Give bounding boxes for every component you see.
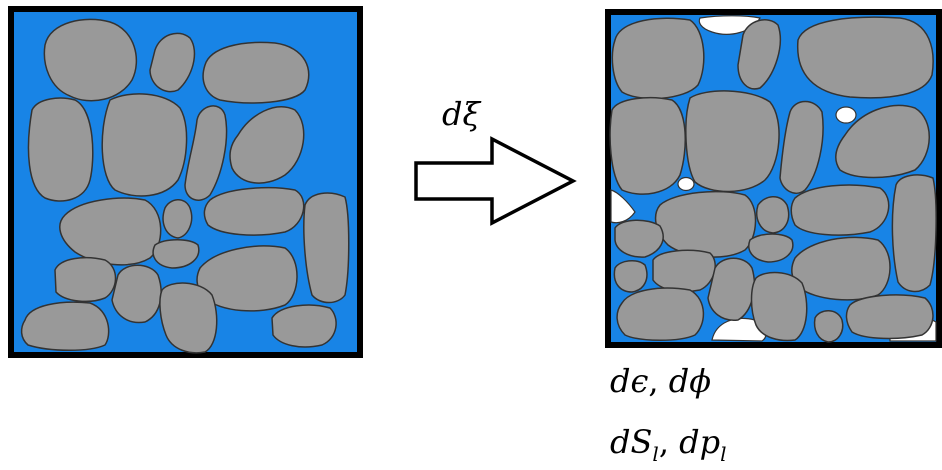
- grain: [202, 41, 310, 104]
- grain: [652, 249, 716, 293]
- initial-grains: [20, 18, 350, 354]
- arrow-label: dξ: [442, 95, 481, 133]
- grain: [303, 192, 350, 304]
- grain: [59, 197, 162, 266]
- grain: [271, 304, 337, 348]
- grain: [756, 196, 790, 234]
- grain: [614, 219, 664, 258]
- grain: [779, 100, 824, 194]
- saturation-pressure-label: dSl, dpl: [610, 423, 727, 466]
- grain: [101, 93, 188, 197]
- grain: [737, 19, 782, 90]
- grain: [616, 287, 705, 341]
- deformed-state-panel: [605, 9, 942, 348]
- grain: [797, 16, 934, 99]
- grain: [152, 239, 200, 269]
- grain: [613, 260, 648, 293]
- grain: [750, 271, 808, 342]
- grain: [611, 17, 705, 100]
- strain-porosity-label: dϵ, dϕ: [610, 362, 711, 400]
- void: [835, 106, 857, 124]
- grain: [685, 90, 780, 193]
- grain: [707, 257, 756, 321]
- void: [610, 189, 636, 224]
- void: [677, 176, 695, 192]
- grain: [813, 310, 844, 343]
- grain: [609, 96, 686, 195]
- grain: [748, 233, 794, 263]
- grain: [654, 190, 757, 258]
- grain: [835, 104, 930, 179]
- grain: [162, 199, 193, 239]
- grain: [891, 174, 937, 293]
- deformed-grains: [609, 16, 937, 343]
- grain: [111, 264, 162, 324]
- right-arrow-icon: [414, 136, 577, 226]
- grain: [229, 106, 305, 184]
- grain: [184, 105, 228, 201]
- grain: [20, 301, 110, 351]
- grain: [203, 186, 305, 236]
- grain: [149, 32, 196, 93]
- grain: [845, 294, 934, 340]
- grain: [27, 97, 94, 202]
- grain: [159, 282, 218, 354]
- grain: [54, 257, 117, 303]
- grain: [790, 184, 890, 236]
- initial-state-panel: [8, 6, 363, 358]
- grain: [43, 18, 138, 102]
